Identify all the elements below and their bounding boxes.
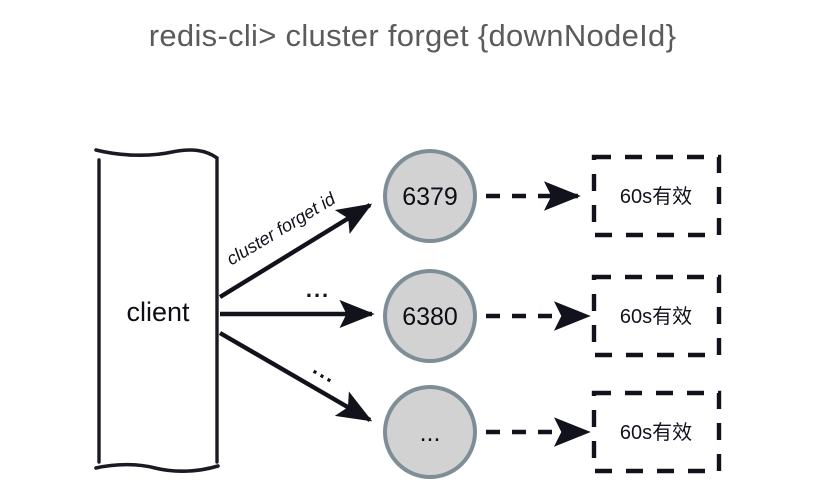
- client-label: client: [126, 297, 190, 327]
- node-6380[interactable]: 6380: [383, 269, 477, 363]
- node-circle-6380[interactable]: [383, 269, 477, 363]
- client-box: client: [94, 148, 220, 473]
- page-title: redis-cli> cluster forget {downNodeId}: [148, 18, 677, 53]
- client-box-bottom-edge: [94, 462, 220, 473]
- ttl-box-1: 60s有效: [591, 154, 722, 238]
- ttl-box-3-border: [591, 390, 722, 474]
- ttl-box-2-label: 60s有效: [620, 305, 692, 328]
- client-to-node-edges: cluster forget id ... ...: [218, 188, 375, 422]
- node-circle-ellipsis[interactable]: [383, 385, 477, 479]
- node-label-6380: 6380: [402, 303, 458, 331]
- ttl-box-2-border: [591, 274, 722, 358]
- node-circle-6379[interactable]: [383, 149, 477, 243]
- ttl-box-3-label: 60s有效: [620, 421, 692, 444]
- node-ellipsis[interactable]: ...: [383, 385, 477, 479]
- edge-label-dots-lower: ...: [309, 355, 343, 389]
- edge-label-dots-middle: ...: [306, 277, 330, 302]
- node-label-6379: 6379: [402, 183, 458, 211]
- ttl-box-1-label: 60s有效: [620, 185, 692, 208]
- ttl-box-3: 60s有效: [591, 390, 722, 474]
- ttl-box-2: 60s有效: [591, 274, 722, 358]
- node-to-ttl-edges: [486, 181, 591, 447]
- client-box-top-edge: [94, 148, 219, 160]
- edge-arrow-ellipsis: [218, 331, 373, 422]
- node-label-ellipsis: ...: [420, 419, 441, 447]
- node-6379[interactable]: 6379: [383, 149, 477, 243]
- edge-arrow-6379: [218, 203, 373, 299]
- ttl-box-1-border: [591, 154, 722, 238]
